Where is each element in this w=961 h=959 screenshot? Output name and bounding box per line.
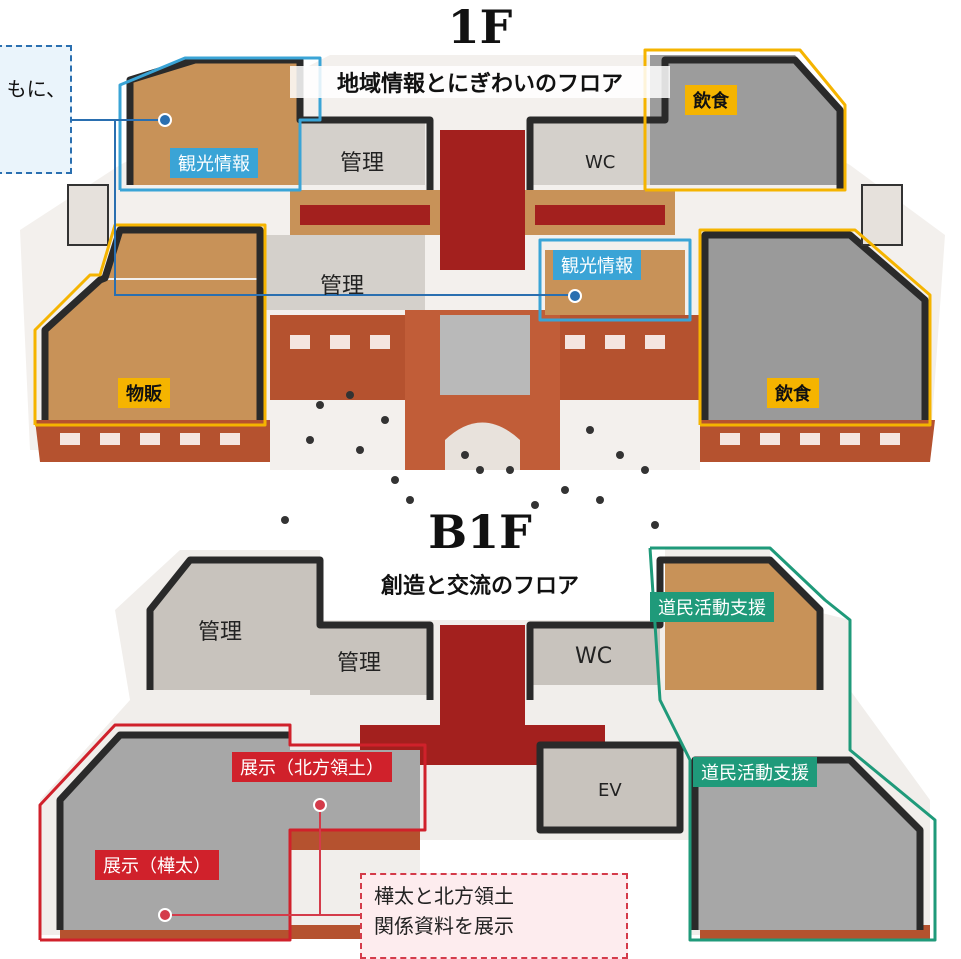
- room-label-kanri-center-b1f: 管理: [337, 651, 382, 676]
- grand-staircase: [440, 130, 525, 270]
- b1f-ev-room: [540, 745, 680, 830]
- b1f-kanri-left-floor: [150, 560, 320, 690]
- room-label-wc-b1f: WC: [575, 644, 613, 669]
- floor-1f-title: 1F: [447, 0, 513, 54]
- zone-outline-shop: [33, 223, 267, 427]
- connector-tourism-2: [114, 120, 575, 296]
- b1f-wc-floor: [530, 625, 660, 685]
- tag-exhibit-north: 展示（北方領土）: [232, 752, 392, 782]
- room-label-ev: EV: [598, 780, 622, 801]
- shop-floor: [45, 280, 260, 420]
- tag-tourism-left: 観光情報: [170, 148, 258, 178]
- kanri-room-top: [300, 120, 425, 185]
- kanri-room-mid: [265, 235, 425, 310]
- room-label-kanri-mid: 管理: [320, 274, 365, 299]
- b1f-support-bottom-floor: [695, 760, 920, 930]
- shop-floor-upper: [105, 230, 260, 278]
- building-1f: [20, 48, 945, 529]
- zone-outline-support: [648, 546, 937, 942]
- callout-exhibit-b1f: 樺太と北方領土 関係資料を展示: [360, 873, 628, 959]
- room-label-wc-1f: WC: [585, 152, 616, 173]
- zone-outline-exhibit: [38, 723, 427, 942]
- floor-b1f-title: B1F: [428, 505, 532, 559]
- plaza-people: [281, 391, 659, 529]
- food-room-bottom-floor: [705, 235, 925, 420]
- tag-food-top: 飲食: [685, 85, 737, 115]
- tag-support-top: 道民活動支援: [650, 592, 774, 622]
- callout-tourism-1f: もに、: [0, 45, 72, 174]
- zone-outline-food-bottom: [698, 228, 932, 427]
- building-b1f: [38, 546, 937, 942]
- callout-tourism-text: もに、: [6, 77, 66, 101]
- entrance-stairs: [440, 315, 530, 395]
- brick-wall-center-right: [545, 315, 700, 400]
- b1f-kanri-center-floor: [310, 625, 430, 695]
- b1f-exhibit-floor: [60, 735, 290, 930]
- room-label-kanri-left-b1f: 管理: [198, 620, 243, 645]
- tag-shop: 物販: [118, 378, 170, 408]
- brick-wall-center-left: [270, 315, 420, 400]
- floor-b1f-subtitle: 創造と交流のフロア: [335, 568, 625, 600]
- callout-exhibit-line2: 関係資料を展示: [374, 914, 514, 938]
- b1f-staircase: [440, 625, 525, 765]
- tag-tourism-center: 観光情報: [553, 250, 641, 280]
- wc-room: [530, 120, 665, 185]
- callout-exhibit-line1: 樺太と北方領土: [374, 884, 514, 908]
- tag-exhibit-sakhalin: 展示（樺太）: [95, 850, 219, 880]
- floor-1f-subtitle: 地域情報とにぎわいのフロア: [290, 66, 670, 98]
- zone-outline-tourism-center: [538, 238, 692, 322]
- tag-food-bottom: 飲食: [767, 378, 819, 408]
- room-label-kanri-top: 管理: [340, 151, 385, 176]
- tag-support-bottom: 道民活動支援: [693, 757, 817, 787]
- b1f-support-top-floor: [665, 560, 820, 690]
